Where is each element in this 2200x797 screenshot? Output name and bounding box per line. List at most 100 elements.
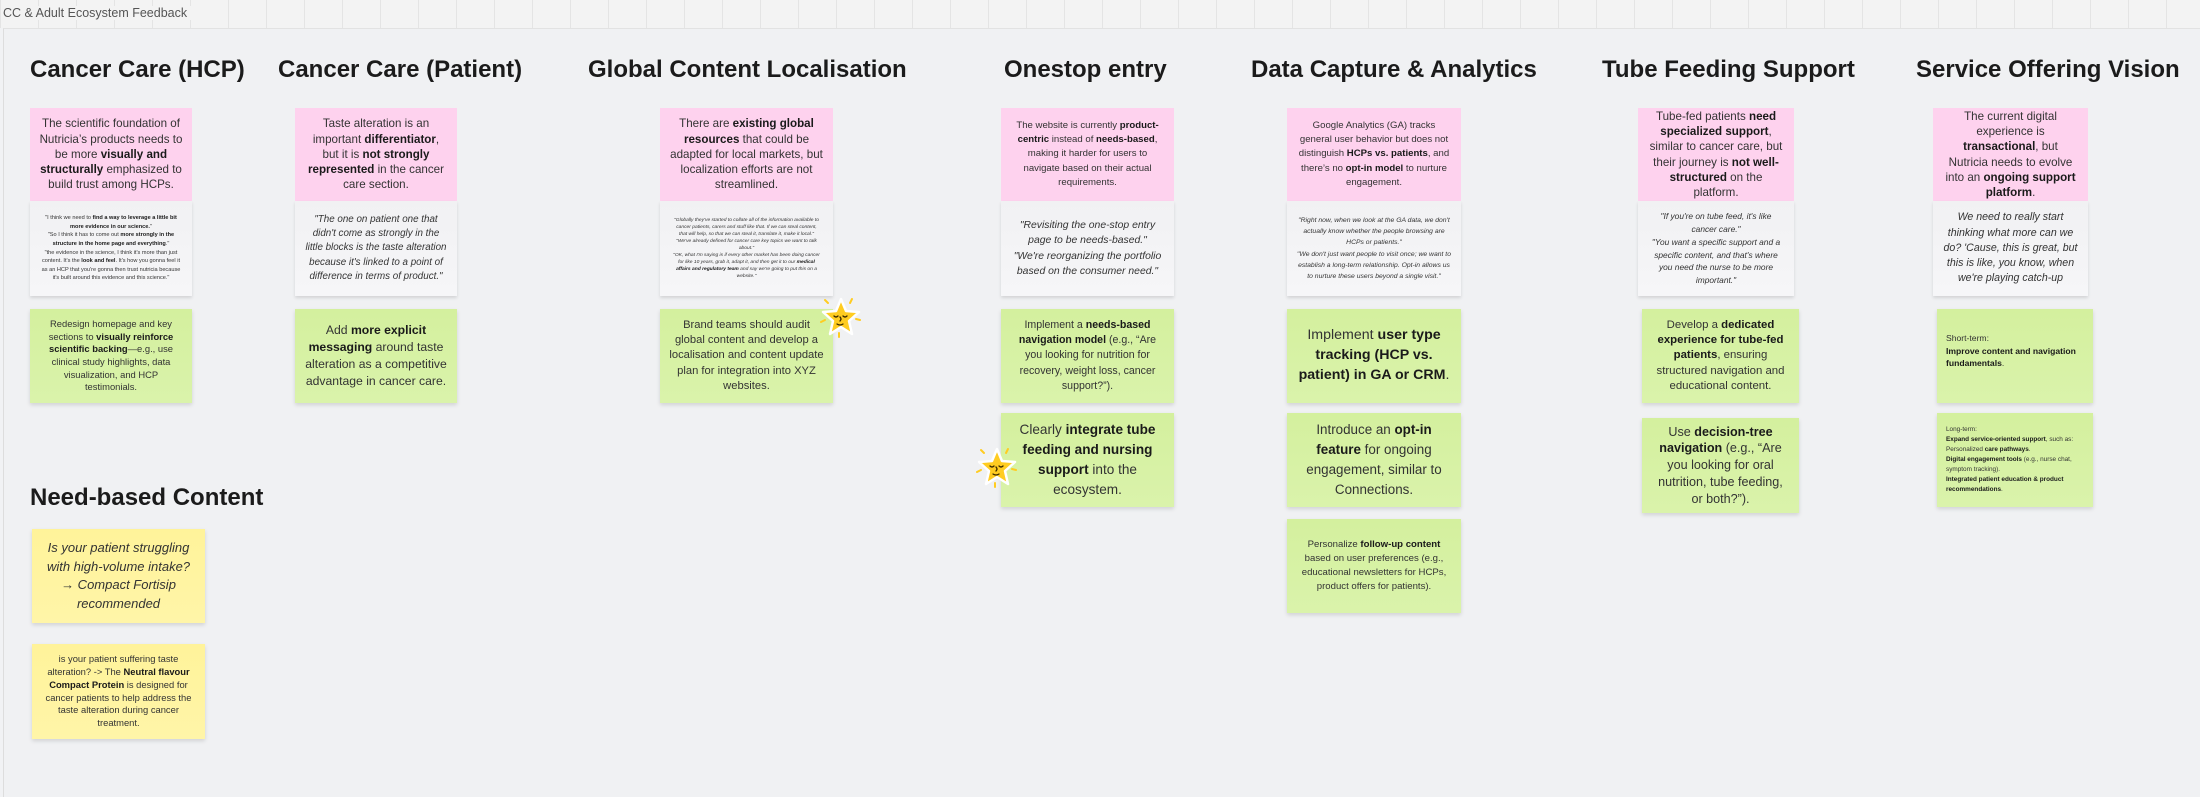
insight-sticky-note[interactable]: Google Analytics (GA) tracks general use… [1287, 108, 1461, 201]
note-line: Use decision-tree navigation (e.g., “Are… [1651, 424, 1790, 508]
note-text: We need to really start thinking what mo… [1943, 211, 2078, 285]
recommendation-sticky-note[interactable]: Short-term: Improve content and navigatio… [1937, 309, 2093, 403]
quote-sticky-note[interactable]: "Revisiting the one-stop entry page to b… [1001, 201, 1174, 296]
content-sticky-note[interactable]: Is your patient struggling with high-vol… [32, 529, 205, 623]
note-text: , similar to cancer care, but their jour… [1649, 124, 1783, 169]
note-text: "So I think it has to come out [47, 232, 121, 239]
note-line: The website is currently product-centric… [1010, 119, 1165, 190]
recommendation-sticky-note[interactable]: Develop a dedicated experience for tube-… [1642, 309, 1799, 403]
board-top-bar [0, 0, 2200, 28]
note-line: "The one on patient one that didn't come… [304, 213, 448, 284]
note-text: based on user preferences (e.g., educati… [1301, 552, 1447, 593]
note-text-bold: existing global resources [683, 117, 814, 146]
quote-sticky-note[interactable]: "If you're on tube feed, it's like cance… [1638, 201, 1794, 296]
note-text: for ongoing engagement, similar to Conne… [1306, 442, 1442, 497]
star-face-icon[interactable] [974, 444, 1020, 490]
note-text: "OK, what I'm saying is if every other m… [673, 253, 820, 266]
note-text-bold: look and feel [81, 258, 116, 265]
note-text: "We've already defined for cancer care k… [676, 238, 817, 251]
quote-sticky-note[interactable]: "The one on patient one that didn't come… [295, 201, 457, 296]
note-text: The current digital experience is [1964, 109, 2057, 138]
note-text: and say we're going to put this on a web… [736, 267, 817, 280]
recommendation-sticky-note[interactable]: Introduce an opt-in feature for ongoing … [1287, 413, 1461, 507]
note-line: Improve content and navigation fundament… [1946, 345, 2084, 370]
recommendation-sticky-note[interactable]: Implement a needs-based navigation model… [1001, 309, 1174, 403]
note-text-bold: visually reinforce scientific backing [48, 330, 174, 355]
note-text: "The one on patient one that didn't come… [305, 213, 447, 282]
heading-need-based-content: Need-based Content [30, 484, 264, 511]
note-text-bold: ongoing support platform [1983, 170, 2076, 200]
note-text: , but it is [322, 132, 440, 161]
note-text-bold: more strongly in the structure in the ho… [52, 232, 175, 247]
note-text-bold: product-centric [1017, 119, 1159, 146]
note-line: Tube-fed patients need specialized suppo… [1647, 109, 1785, 201]
note-line: "If you're on tube feed, it's like cance… [1647, 210, 1785, 235]
note-text: (e.g., “Are you looking for oral nutriti… [1658, 441, 1783, 506]
star-face-icon[interactable] [818, 294, 864, 340]
quote-sticky-note[interactable]: "Right now, when we look at the GA data,… [1287, 201, 1461, 296]
quote-sticky-note[interactable]: "Globally they've started to collate all… [660, 201, 833, 296]
note-text: "Right now, when we look at the GA data,… [1298, 216, 1450, 247]
insight-sticky-note[interactable]: The website is currently product-centric… [1001, 108, 1174, 201]
board-title[interactable]: CC & Adult Ecosystem Feedback [3, 6, 192, 20]
note-line: Short-term: [1946, 332, 2084, 345]
recommendation-sticky-note[interactable]: Personalize follow-up content based on u… [1287, 519, 1461, 613]
insight-sticky-note[interactable]: The scientific foundation of Nutricia’s … [30, 108, 192, 201]
quote-sticky-note[interactable]: We need to really start thinking what mo… [1933, 201, 2088, 296]
note-text: in the cancer care section. [343, 163, 444, 192]
heading-data-capture-analytics: Data Capture & Analytics [1251, 56, 1537, 83]
note-line: Implement user type tracking (HCP vs. pa… [1296, 326, 1452, 385]
insight-sticky-note[interactable]: Taste alteration is an important differe… [295, 108, 457, 201]
note-text-bold: needs-based navigation model [1018, 318, 1151, 347]
note-text: Tube-fed patients [1655, 109, 1749, 123]
note-text-bold: medical affairs and regulatory team [676, 260, 815, 273]
recommendation-sticky-note[interactable]: Long-term:Expand service-oriented suppor… [1937, 413, 2093, 507]
insight-sticky-note[interactable]: The current digital experience is transa… [1933, 108, 2088, 201]
recommendation-sticky-note[interactable]: Add more explicit messaging around taste… [295, 309, 457, 403]
note-text: , such as: [2045, 436, 2074, 443]
note-text-bold: needs-based [1096, 134, 1155, 146]
note-text: There are [679, 117, 733, 131]
note-line: Develop a dedicated experience for tube-… [1651, 318, 1790, 394]
note-text: Long-term: [1946, 426, 1977, 433]
note-line: Is your patient struggling with high-vol… [41, 539, 196, 613]
recommendation-sticky-note[interactable]: Redesign homepage and key sections to vi… [30, 309, 192, 403]
note-text: Implement a [1024, 318, 1086, 331]
note-text: Clearly [1019, 422, 1066, 438]
note-text: . [2001, 358, 2005, 369]
note-line: We need to really start thinking what mo… [1942, 210, 2079, 286]
quote-sticky-note[interactable]: "I think we need to find a way to levera… [30, 201, 192, 296]
note-text: "We're reorganizing the portfolio based … [1013, 250, 1162, 277]
note-line: "You want a specific support and a speci… [1647, 236, 1785, 287]
recommendation-sticky-note[interactable]: Implement user type tracking (HCP vs. pa… [1287, 309, 1461, 403]
note-text: The scientific foundation of Nutricia’s … [39, 117, 183, 161]
content-sticky-note[interactable]: is your patient suffering taste alterati… [32, 644, 205, 739]
note-text-bold: user type tracking (HCP vs. patient) in … [1298, 327, 1446, 383]
note-text: , ensuring structured navigation and edu… [1656, 349, 1785, 392]
note-text: , but Nutricia needs to evolve into an [1945, 140, 2073, 184]
recommendation-sticky-note[interactable]: Clearly integrate tube feeding and nursi… [1001, 413, 1174, 507]
recommendation-sticky-note[interactable]: Brand teams should audit global content … [660, 309, 833, 403]
note-line: "the evidence in the science, I think it… [39, 249, 183, 283]
note-text: is designed for cancer patients to help … [45, 678, 192, 728]
note-line: The current digital experience is transa… [1942, 109, 2079, 201]
note-text: Implement [1307, 327, 1378, 344]
note-line: Integrated patient education & product r… [1946, 475, 2084, 495]
insight-sticky-note[interactable]: There are existing global resources that… [660, 108, 833, 201]
note-line: Redesign homepage and key sections to vi… [39, 318, 183, 394]
note-line: "Right now, when we look at the GA data,… [1296, 215, 1452, 249]
note-text: "Globally they've started to collate all… [674, 217, 819, 237]
note-line: Introduce an opt-in feature for ongoing … [1296, 420, 1452, 499]
note-text: (e.g., nurse chat, symptom tracking). [1946, 456, 2072, 473]
recommendation-sticky-note[interactable]: Use decision-tree navigation (e.g., “Are… [1642, 418, 1799, 513]
note-text: Brand teams should audit global content … [669, 318, 824, 392]
note-line: Personalized care pathways. [1946, 445, 2084, 455]
note-text: " [149, 223, 152, 230]
insight-sticky-note[interactable]: Tube-fed patients need specialized suppo… [1638, 108, 1794, 201]
note-line: Brand teams should audit global content … [669, 318, 824, 394]
note-text: Introduce an [1316, 422, 1395, 438]
note-line: "OK, what I'm saying is if every other m… [672, 252, 821, 280]
note-text: is your patient suffering taste alterati… [47, 653, 179, 678]
heading-onestop-entry: Onestop entry [1004, 56, 1167, 83]
note-text: Short-term: [1946, 333, 1989, 343]
